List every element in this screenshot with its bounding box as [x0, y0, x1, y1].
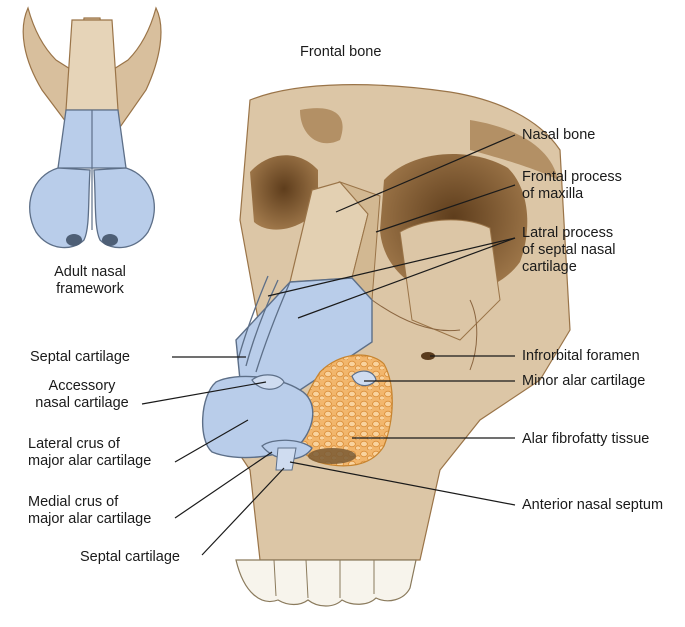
label-medial-crus-line-2: major alar cartilage: [28, 511, 152, 527]
label-nasal-bone: Nasal bone: [522, 127, 596, 143]
label-lateral-process-line-3: cartilage: [522, 259, 577, 275]
label-lateral-crus-line-1: Lateral crus of: [28, 436, 120, 452]
label-accessory-line-1: Accessory: [48, 378, 116, 394]
label-septal-cartilage-lower: Septal cartilage: [80, 549, 180, 565]
label-lateral-process: Latral process of septal nasal cartilage: [522, 225, 616, 276]
label-anterior-septum: Anterior nasal septum: [522, 497, 664, 513]
leader-lines: [141, 134, 516, 556]
minor-alar-cartilage: [351, 370, 377, 387]
label-accessory-line-2: nasal cartilage: [35, 395, 129, 411]
label-accessory-cartilage: Accessory nasal cartilage: [22, 378, 142, 412]
label-minor-alar: Minor alar cartilage: [522, 373, 646, 389]
label-frontal-bone: Frontal bone: [300, 44, 382, 60]
label-lateral-crus: Lateral crus of major alar cartilage: [28, 436, 151, 470]
leader-anterior-septum: [289, 461, 516, 506]
leader-lateral-process-a: [267, 237, 516, 297]
inset-caption-line-1: Adult nasal: [54, 264, 126, 280]
label-frontal-process-line-1: Frontal process: [522, 169, 622, 185]
teeth-separators: [273, 559, 375, 599]
inset-right-alar-cartilage: [93, 167, 155, 249]
label-lateral-process-line-1: Latral process: [522, 225, 614, 241]
leader-medial-crus: [174, 451, 273, 519]
label-medial-crus-line-1: Medial crus of: [28, 494, 119, 510]
maxilla-suture: [371, 299, 478, 371]
leader-lateral-crus: [174, 419, 249, 463]
leader-frontal-process: [375, 184, 516, 233]
label-alar-fibrofatty: Alar fibrofatty tissue: [522, 431, 650, 447]
nostril: [308, 448, 356, 464]
septal-cartilage-strips: [237, 275, 291, 373]
columella-septum: [275, 447, 297, 471]
inset-caption: Adult nasal framework: [30, 264, 150, 298]
label-infraorbital-foramen: Infrorbital foramen: [522, 348, 640, 364]
inset-nasal-framework: [22, 6, 162, 249]
skull-illustration: [202, 84, 571, 607]
upper-teeth: [235, 559, 417, 607]
infraorbital-foramen: [421, 352, 435, 360]
label-lateral-process-line-2: of septal nasal: [522, 242, 616, 258]
inset-right-nostril: [102, 234, 118, 246]
leader-accessory: [141, 381, 267, 405]
accessory-cartilage: [251, 374, 285, 390]
inset-left-nostril: [66, 234, 82, 246]
label-frontal-process-line-2: of maxilla: [522, 186, 584, 202]
leader-lateral-process-b: [297, 237, 516, 319]
bone-shadow: [300, 108, 558, 180]
label-frontal-process: Frontal process of maxilla: [522, 169, 622, 203]
label-septal-cartilage-upper: Septal cartilage: [30, 349, 130, 365]
orbit-inner-bone: [399, 219, 501, 341]
label-lateral-crus-line-2: major alar cartilage: [28, 453, 152, 469]
leader-nasal-bone: [335, 134, 516, 213]
left-orbit: [250, 155, 318, 230]
inset-caption-line-2: framework: [56, 281, 124, 297]
leader-septal-lower: [201, 467, 285, 556]
inset-left-alar-cartilage: [29, 167, 91, 249]
label-medial-crus: Medial crus of major alar cartilage: [28, 494, 151, 528]
inset-nasal-bones: [65, 19, 119, 111]
